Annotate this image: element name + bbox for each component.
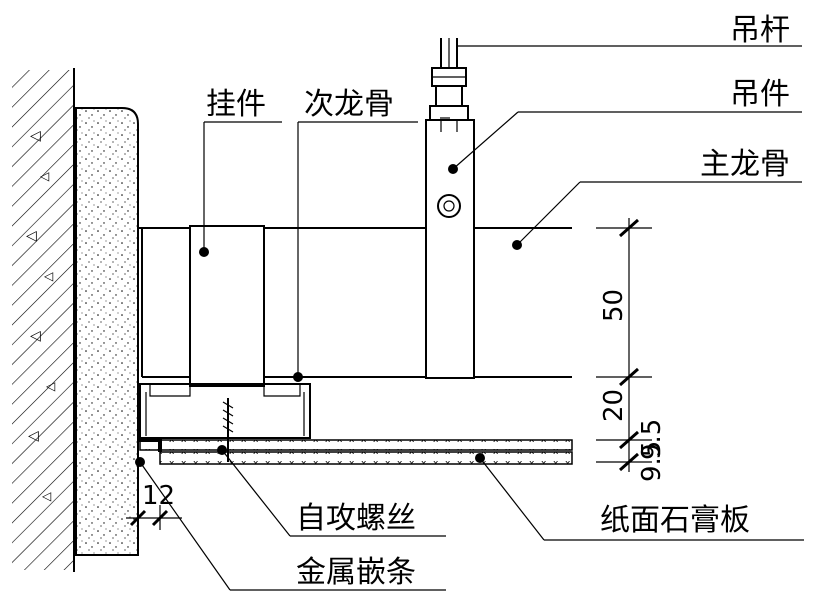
dim-board-2: 9.5: [637, 441, 667, 482]
secondary-keel: [139, 383, 311, 439]
svg-text:◁: ◁: [41, 489, 51, 503]
hanger-rod: [429, 38, 469, 132]
svg-text:◁: ◁: [26, 228, 37, 244]
dim-secondary-gap: 20: [599, 389, 629, 422]
svg-text:◁: ◁: [30, 128, 41, 144]
wall-hatch: ◁ ◁ ◁ ◁ ◁ ◁ ◁ ◁: [12, 70, 74, 570]
svg-text:◁: ◁: [45, 379, 55, 393]
label-secondary-keel: 次龙骨: [304, 87, 394, 122]
hanger-piece: [425, 119, 475, 379]
label-gypsum-board: 纸面石膏板: [600, 503, 750, 538]
hook-piece: [189, 225, 265, 387]
label-hanger: 吊件: [730, 77, 790, 112]
wall-gap-dimension: [126, 505, 182, 530]
label-main-keel: 主龙骨: [700, 147, 790, 182]
metal-inlay-strip: [138, 438, 162, 452]
label-metal-inlay-strip: 金属嵌条: [296, 555, 416, 590]
label-hanger-rod: 吊杆: [730, 13, 790, 48]
dimension-lines: [596, 218, 652, 472]
leader-lines: [135, 45, 804, 591]
label-self-tapping-screw: 自攻螺丝: [296, 501, 416, 536]
dim-main-keel-height: 50: [599, 289, 629, 322]
label-hook: 挂件: [206, 87, 266, 122]
dim-board-1: 9.5: [637, 419, 667, 460]
svg-text:◁: ◁: [43, 269, 53, 283]
svg-text:◁: ◁: [39, 169, 49, 183]
svg-text:◁: ◁: [28, 428, 39, 444]
gypsum-boards: [139, 439, 573, 465]
bolt-icon: [437, 194, 461, 218]
svg-text:◁: ◁: [30, 328, 41, 344]
plaster-layer: [75, 107, 139, 556]
dim-wall-gap: 12: [142, 481, 175, 511]
